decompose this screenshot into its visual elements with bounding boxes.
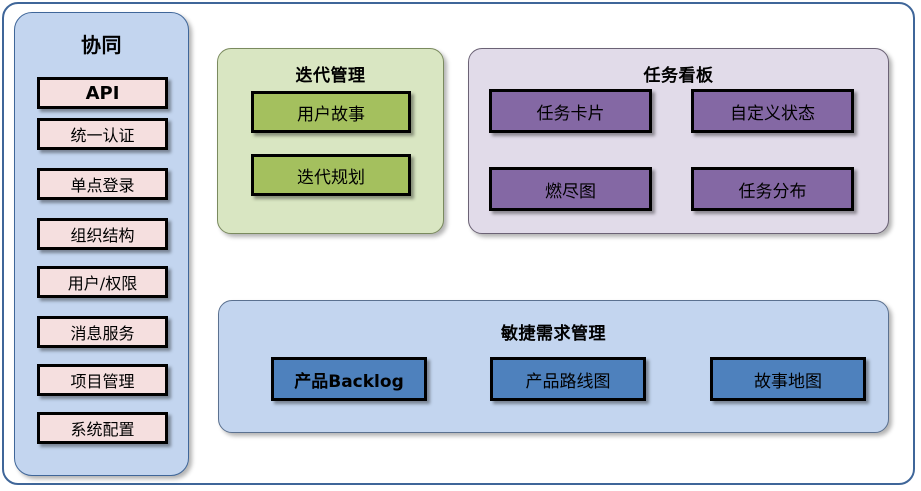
iteration-item-iteration-planning[interactable]: 迭代规划 [251, 154, 411, 196]
sidebar-item-user-permission[interactable]: 用户/权限 [37, 266, 168, 298]
taskboard-item-task-distribution[interactable]: 任务分布 [691, 167, 854, 211]
outer-frame [2, 2, 915, 485]
agile-item-story-map[interactable]: 故事地图 [710, 357, 866, 401]
agile-item-product-backlog[interactable]: 产品Backlog [271, 357, 427, 401]
agile-item-product-roadmap[interactable]: 产品路线图 [490, 357, 646, 401]
taskboard-item-custom-status[interactable]: 自定义状态 [691, 89, 854, 133]
panel-iteration-management[interactable]: 迭代管理 用户故事 迭代规划 [217, 48, 444, 234]
panel-collaboration-title: 协同 [81, 33, 122, 57]
sidebar-item-unified-auth[interactable]: 统一认证 [37, 118, 168, 150]
panel-iteration-management-title: 迭代管理 [295, 66, 366, 86]
panel-collaboration[interactable]: 协同 API 统一认证 单点登录 组织结构 用户/权限 消息服务 项目管理 系统… [14, 12, 189, 476]
panel-agile-requirements-title: 敏捷需求管理 [501, 324, 606, 344]
taskboard-item-task-card[interactable]: 任务卡片 [489, 89, 652, 133]
sidebar-item-org-structure[interactable]: 组织结构 [37, 218, 168, 250]
panel-task-board[interactable]: 任务看板 任务卡片 自定义状态 燃尽图 任务分布 [468, 48, 889, 234]
panel-agile-requirements[interactable]: 敏捷需求管理 产品Backlog 产品路线图 故事地图 [218, 300, 889, 433]
sidebar-item-project-management[interactable]: 项目管理 [37, 364, 168, 396]
sidebar-item-system-config[interactable]: 系统配置 [37, 412, 168, 444]
sidebar-item-message-service[interactable]: 消息服务 [37, 316, 168, 348]
iteration-item-user-story[interactable]: 用户故事 [251, 91, 411, 133]
sidebar-item-api[interactable]: API [37, 77, 168, 109]
taskboard-item-burndown-chart[interactable]: 燃尽图 [489, 167, 652, 211]
sidebar-item-single-sign-on[interactable]: 单点登录 [37, 168, 168, 200]
panel-task-board-title: 任务看板 [643, 66, 714, 86]
